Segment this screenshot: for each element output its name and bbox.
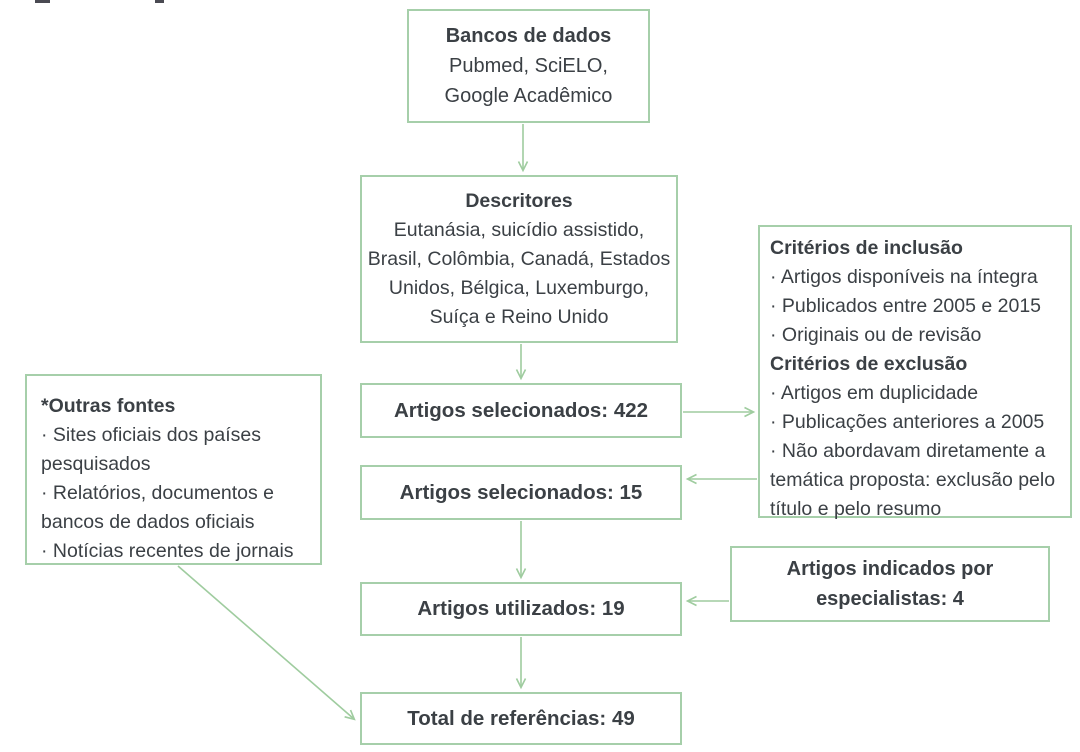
arrow-other-sources-to-total-icon [177, 565, 356, 721]
box-used-19: Artigos utilizados: 19 [360, 582, 682, 636]
text-line: Suíça e Reino Unido [429, 305, 609, 328]
box-experts: Artigos indicados por especialistas: 4 [730, 546, 1050, 622]
text-line: Unidos, Bélgica, Luxemburgo, [388, 276, 650, 299]
text-line: Artigos indicados por [786, 558, 994, 580]
text-line: especialistas: 4 [816, 588, 964, 610]
descriptors-body: Eutanásia, suicídio assistido, Brasil, Co… [368, 216, 670, 332]
text-line: · Artigos disponíveis na íntegra [770, 266, 1038, 288]
text-line: · Sites oficiais dos países [41, 424, 262, 446]
text-line: · Artigos em duplicidade [770, 382, 979, 404]
databases-body: Pubmed, SciELO, Google Acadêmico [445, 51, 613, 111]
text-line: título e pelo resumo [770, 498, 942, 520]
exclusion-criteria-list: · Artigos em duplicidade · Publicações an… [770, 379, 1060, 524]
box-other-sources: *Outras fontes · Sites oficiais dos país… [25, 374, 322, 565]
experts-label: Artigos indicados por especialistas: 4 [787, 554, 994, 614]
box-total-49: Total de referências: 49 [360, 692, 682, 745]
exclusion-criteria-title: Critérios de exclusão [770, 353, 968, 375]
text-line: · Relatórios, documentos e [41, 482, 275, 504]
used-19-label: Artigos utilizados: 19 [417, 597, 625, 620]
selected-422-label: Artigos selecionados: 422 [393, 398, 649, 422]
text-line: pesquisados [41, 453, 151, 475]
other-sources-title: *Outras fontes [41, 395, 176, 417]
box-selected-15: Artigos selecionados: 15 [360, 465, 682, 520]
text-line: · Originais ou de revisão [770, 324, 982, 346]
cropped-text-artifact [35, 0, 50, 3]
text-line: Eutanásia, suicídio assistido, [393, 218, 645, 241]
inclusion-criteria-title: Critérios de inclusão [770, 237, 963, 259]
text-line: · Publicados entre 2005 e 2015 [770, 295, 1042, 317]
inclusion-criteria-list: · Artigos disponíveis na íntegra · Public… [770, 263, 1060, 350]
text-line: bancos de dados oficiais [41, 511, 255, 533]
selected-15-label: Artigos selecionados: 15 [399, 480, 643, 504]
databases-title: Bancos de dados [445, 25, 612, 47]
text-line: Brasil, Colômbia, Canadá, Estados [367, 247, 671, 270]
text-line: · Publicações anteriores a 2005 [770, 411, 1045, 433]
text-line: Pubmed, SciELO, [449, 55, 608, 77]
text-line: Google Acadêmico [444, 85, 613, 107]
text-line: · Notícias recentes de jornais [41, 540, 294, 562]
box-descriptors: Descritores Eutanásia, suicídio assistid… [360, 175, 678, 343]
total-49-label: Total de referências: 49 [407, 706, 635, 730]
cropped-text-artifact [155, 0, 164, 3]
box-selected-422: Artigos selecionados: 422 [360, 383, 682, 438]
text-line: temática proposta: exclusão pelo [770, 469, 1056, 491]
text-line: · Não abordavam diretamente a [770, 440, 1046, 462]
box-databases: Bancos de dados Pubmed, SciELO, Google Ac… [407, 9, 650, 123]
box-criteria: Critérios de inclusão · Artigos disponív… [758, 225, 1072, 520]
descriptors-title: Descritores [465, 189, 573, 212]
other-sources-list: · Sites oficiais dos países pesquisados · … [41, 421, 306, 566]
